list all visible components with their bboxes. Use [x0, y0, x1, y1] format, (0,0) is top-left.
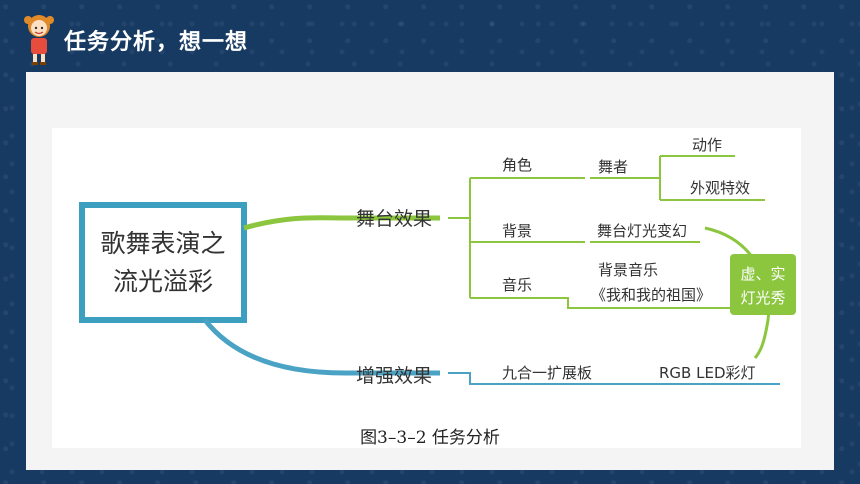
branch-stage-label: 舞台效果 — [356, 208, 432, 230]
root-node-box — [79, 202, 247, 323]
girl-mascot-icon — [24, 15, 54, 65]
music-underline — [560, 297, 732, 309]
dancer-label: 舞者 — [598, 158, 628, 176]
figure-caption: 图3–3–2 任务分析 — [360, 428, 500, 448]
root-node-label-line2: 流光溢彩 — [113, 267, 213, 296]
rgb-label: RGB LED彩灯 — [659, 364, 756, 382]
virtual-real-badge — [730, 254, 796, 315]
background-label: 背景 — [502, 222, 532, 240]
stage-light-label: 舞台灯光变幻 — [597, 222, 687, 240]
bg-music-label: 背景音乐 — [598, 261, 658, 279]
branch-line-stage — [243, 215, 440, 231]
song-label: 《我和我的祖国》 — [591, 286, 711, 304]
root-node-label-line1: 歌舞表演之 — [100, 229, 225, 258]
action-label: 动作 — [692, 136, 722, 154]
page-title: 任务分析，想一想 — [64, 30, 249, 55]
music-label: 音乐 — [502, 276, 532, 294]
board-label: 九合一扩展板 — [502, 364, 592, 382]
dancer-underline — [590, 155, 765, 201]
badge-line2: 灯光秀 — [740, 289, 785, 307]
badge-line1: 虚、实 — [740, 265, 785, 283]
branch-enhance-label: 增强效果 — [356, 365, 432, 387]
appearance-label: 外观特效 — [690, 179, 750, 197]
stage-bracket — [448, 177, 585, 299]
branch-line-enhance — [203, 318, 440, 376]
enhance-underline — [448, 372, 780, 385]
role-label: 角色 — [502, 156, 532, 174]
